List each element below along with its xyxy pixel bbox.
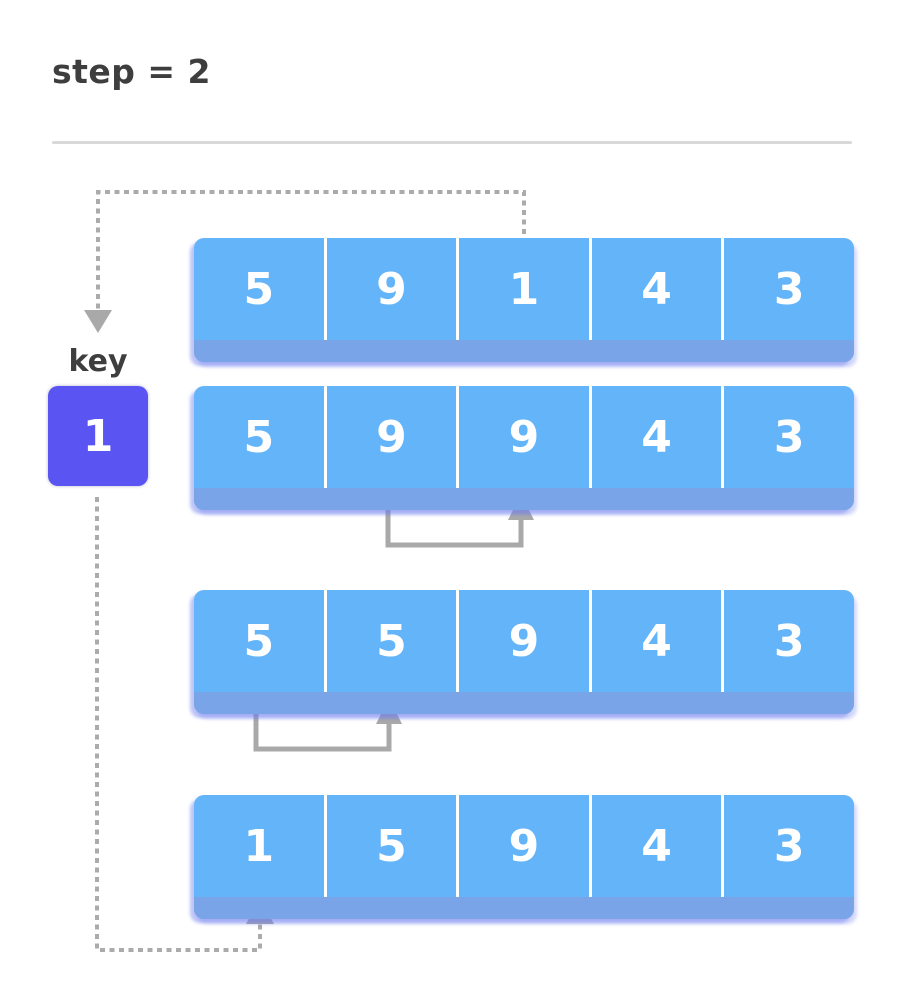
array-bottom-edge (194, 488, 854, 510)
array-cell: 4 (592, 590, 725, 692)
key-value: 1 (82, 410, 114, 462)
array-cells: 5 5 9 4 3 (194, 590, 854, 692)
array-row-4: 1 5 9 4 3 (194, 795, 854, 919)
array-cells: 5 9 9 4 3 (194, 386, 854, 488)
array-bottom-edge (194, 692, 854, 714)
array-cell: 5 (327, 590, 460, 692)
step-label: step = 2 (52, 52, 212, 91)
array-cells: 5 9 1 4 3 (194, 238, 854, 340)
array-cell: 3 (773, 820, 805, 872)
array-bottom-edge (194, 340, 854, 362)
array-cell: 1 (194, 795, 327, 897)
array-cell: 3 (773, 411, 805, 463)
array-cell: 5 (194, 386, 327, 488)
arrow-down-icon (84, 310, 112, 333)
array-cell: 4 (592, 238, 725, 340)
key-label: key (68, 344, 128, 379)
array-cell: 9 (327, 386, 460, 488)
array-cell: 5 (194, 238, 327, 340)
array-cell: 1 (459, 238, 592, 340)
array-cell: 5 (194, 590, 327, 692)
array-cell: 3 (773, 615, 805, 667)
array-row-1: 5 9 1 4 3 (194, 238, 854, 362)
divider-line (52, 141, 852, 144)
array-bottom-edge (194, 897, 854, 919)
array-cell: 9 (459, 795, 592, 897)
array-row-2: 5 9 9 4 3 (194, 386, 854, 510)
array-cell: 3 (773, 263, 805, 315)
array-cells: 1 5 9 4 3 (194, 795, 854, 897)
array-cell: 9 (327, 238, 460, 340)
array-cell: 9 (459, 386, 592, 488)
array-cell: 4 (592, 795, 725, 897)
key-box: 1 (48, 386, 148, 486)
array-cell: 9 (459, 590, 592, 692)
array-row-3: 5 5 9 4 3 (194, 590, 854, 714)
array-cell: 4 (592, 386, 725, 488)
array-cell: 5 (327, 795, 460, 897)
